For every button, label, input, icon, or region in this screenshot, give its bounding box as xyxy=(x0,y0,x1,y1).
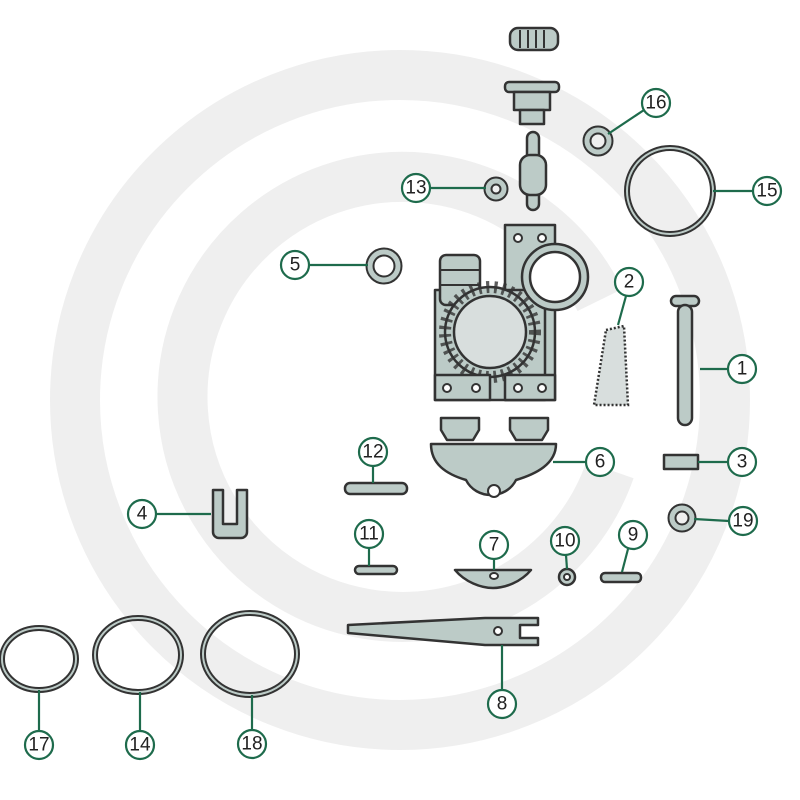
part-1-pin xyxy=(669,294,701,427)
cover-nut xyxy=(503,80,561,126)
callout-15: 15 xyxy=(756,181,777,202)
carburetor-body xyxy=(433,223,590,402)
callout-4: 4 xyxy=(137,504,148,525)
part-11-pin xyxy=(353,564,399,576)
part-12-pin xyxy=(343,481,409,496)
callout-2: 2 xyxy=(624,272,635,293)
part-8-lever xyxy=(346,616,540,647)
callout-16: 16 xyxy=(645,93,666,114)
callout-19: 19 xyxy=(732,511,753,532)
callout-18: 18 xyxy=(241,734,262,755)
knurled-cap xyxy=(508,26,560,52)
part-4-u-clip xyxy=(211,488,249,540)
callout-5: 5 xyxy=(290,255,301,276)
part-6-float xyxy=(429,416,558,498)
callout-3: 3 xyxy=(737,452,748,473)
callout-13: 13 xyxy=(405,178,426,199)
part-9-pin xyxy=(599,571,643,584)
callout-14: 14 xyxy=(129,735,151,756)
needle-valve xyxy=(518,130,548,212)
callout-11: 11 xyxy=(359,524,379,545)
callout-7: 7 xyxy=(489,535,500,556)
callouts: 1 2 3 4 5 6 7 8 9 10 11 12 13 14 15 16 1… xyxy=(23,87,783,761)
callout-10: 10 xyxy=(554,531,575,552)
callout-6: 6 xyxy=(595,452,606,473)
callout-8: 8 xyxy=(497,694,508,715)
watermark-logo xyxy=(50,50,750,750)
part-2-filter xyxy=(592,324,630,407)
callout-1: 1 xyxy=(737,359,748,380)
part-3-clip xyxy=(662,453,700,471)
callout-12: 12 xyxy=(362,442,383,463)
callout-9: 9 xyxy=(628,525,639,546)
callout-17: 17 xyxy=(28,735,49,756)
